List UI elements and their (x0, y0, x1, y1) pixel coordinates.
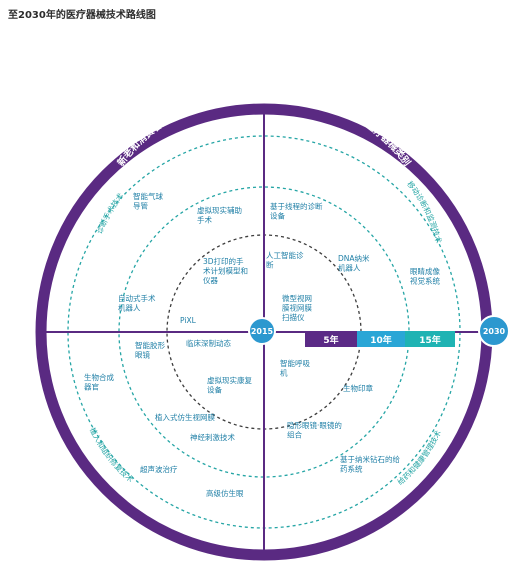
timeline-5yr (305, 331, 357, 347)
item-auto-robot: 自动式手术机器人 (118, 293, 156, 313)
center-node-label: 2015 (251, 327, 274, 336)
item-bio-print: 生物印章 (343, 383, 373, 393)
item-dna-robot: DNA纳米机器人 (338, 253, 370, 273)
end-node-label: 2030 (483, 327, 506, 336)
item-neuro-tech: 神经刺激技术 (190, 432, 235, 442)
page-title: 至2030年的医疗器械技术路线图 (8, 10, 156, 21)
item-implant-retina: 植入式仿生视网膜 (155, 412, 215, 422)
item-ai-diag: 人工智能诊断 (266, 250, 304, 270)
item-nano-delivery: 基于纳米钻石的给药系统 (340, 454, 400, 474)
item-smart-respirator: 智能呼吸机 (280, 358, 310, 378)
timeline-10yr-label: 10年 (370, 334, 392, 346)
item-bio-organ: 生物合成器官 (84, 372, 114, 392)
end-node (478, 315, 510, 347)
item-clinical-deep: 临床深制动态 (186, 338, 231, 348)
item-micro-scanner: 微型视网膜视网膜扫描仪 (282, 293, 312, 322)
item-smart-lens: 智能胶形眼镜 (135, 340, 165, 360)
timeline-15yr-label: 15年 (419, 334, 441, 346)
timeline-10yr (357, 331, 405, 347)
item-pixl: PiXL (180, 316, 197, 325)
center-node (248, 317, 276, 345)
item-ultrasound: 超声波治疗 (140, 464, 178, 474)
timeline-5yr-label: 5年 (323, 334, 338, 346)
timeline-15yr (405, 331, 455, 347)
item-3d-print: 3D打印的手术计划模型和仪器 (203, 256, 248, 285)
item-contact-combo: 隐形眼镜·眼镜的组合 (287, 420, 342, 440)
item-vr-rehab: 虚拟现实康复设备 (207, 375, 252, 395)
item-bionic-eye: 高级仿生眼 (206, 488, 244, 498)
item-remote-diag: 基于线程的诊断设备 (270, 201, 323, 221)
item-vr-surgery: 虚拟现实辅助手术 (197, 205, 242, 225)
item-eye-imaging: 眼睛成像视觉系统 (410, 266, 440, 286)
item-smart-balloon: 智能气球导管 (133, 191, 163, 211)
